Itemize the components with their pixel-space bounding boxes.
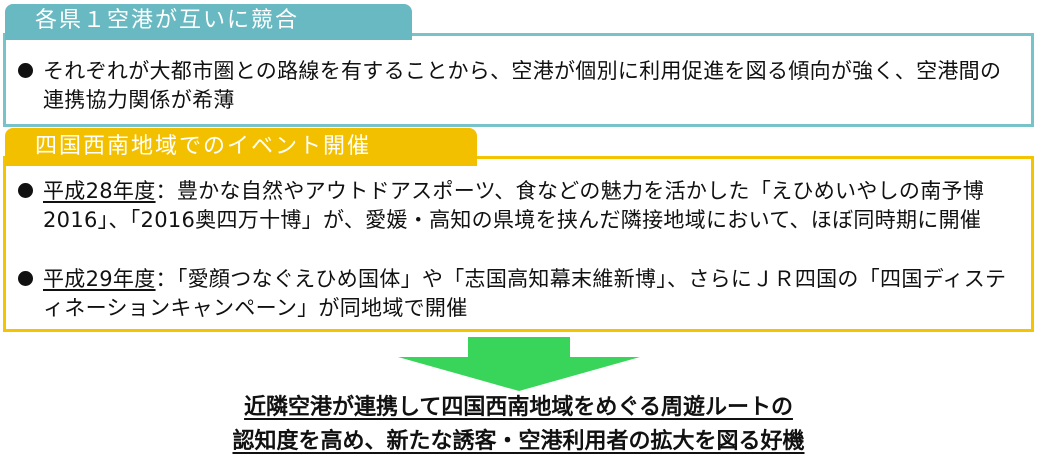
bullet-icon — [18, 183, 33, 198]
section2-box — [3, 156, 1034, 332]
conclusion-text-1: 近隣空港が連携して四国西南地域をめぐる周遊ルートの — [244, 395, 793, 420]
section2-bullet-2017: 平成29年度：「愛顔つなぐえひめ国体」や「志国高知幕末維新博」、さらにＪＲ四国の… — [16, 265, 1019, 323]
bullet-text: それぞれが大都市圏との路線を有することから、空港が個別に利用促進を図る傾向が強く… — [43, 59, 1002, 112]
bullet-icon — [18, 63, 33, 78]
fiscal-year-label: 平成29年度 — [43, 267, 156, 291]
conclusion-line-1: 近隣空港が連携して四国西南地域をめぐる周遊ルートの — [0, 393, 1037, 423]
down-arrow-shape — [398, 337, 640, 391]
bullet-icon — [18, 271, 33, 286]
section1-bullet: それぞれが大都市圏との路線を有することから、空港が個別に利用促進を図る傾向が強く… — [16, 57, 1019, 115]
section2-bullet-2016: 平成28年度：豊かな自然やアウトドアスポーツ、食などの魅力を活かした「えひめいや… — [16, 177, 1019, 235]
section2-title-tab: 四国西南地域でのイベント開催 — [5, 128, 477, 166]
down-arrow-icon — [398, 337, 640, 391]
conclusion-line-2: 認知度を高め、新たな誘客・空港利用者の拡大を図る好機 — [0, 427, 1037, 457]
bullet-text: ：豊かな自然やアウトドアスポーツ、食などの魅力を活かした「えひめいやしの南予博2… — [43, 179, 985, 232]
bullet-text: ：「愛顔つなぐえひめ国体」や「志国高知幕末維新博」、さらにＪＲ四国の「四国ディス… — [43, 267, 1007, 320]
section1-box — [3, 33, 1034, 127]
conclusion-text-2: 認知度を高め、新たな誘客・空港利用者の拡大を図る好機 — [232, 429, 805, 454]
section1-title-tab: 各県１空港が互いに競合 — [5, 4, 412, 40]
fiscal-year-label: 平成28年度 — [43, 179, 156, 203]
